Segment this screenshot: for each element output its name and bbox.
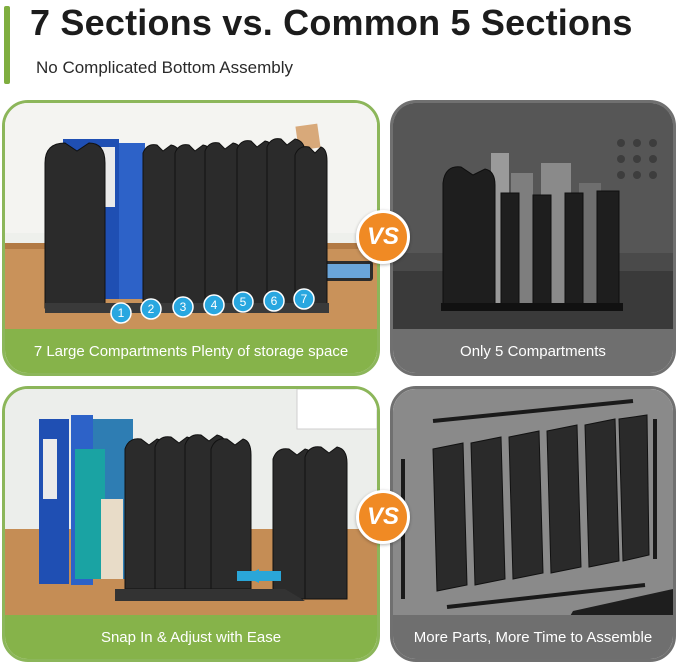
compartment-number-6: 6	[271, 294, 278, 308]
compartment-number-1: 1	[118, 306, 125, 320]
caption-seven-compartments: 7 Large Compartments Plenty of storage s…	[5, 329, 377, 373]
compartment-number-7: 7	[301, 292, 308, 306]
panel-seven-compartments: 1 2 3 4 5 6 7 7 Large Compartments Plent…	[2, 100, 380, 376]
organizer-photo-snap-in	[5, 389, 377, 618]
panel-snap-in: Snap In & Adjust with Ease	[2, 386, 380, 662]
vs-badge-top: VS	[356, 210, 410, 264]
organizer-photo-seven: 1 2 3 4 5 6 7	[5, 103, 377, 332]
compartment-number-4: 4	[211, 298, 218, 312]
caption-snap-in: Snap In & Adjust with Ease	[5, 615, 377, 659]
compartment-number-3: 3	[180, 300, 187, 314]
vs-badge-bottom: VS	[356, 490, 410, 544]
compartment-number-5: 5	[240, 295, 247, 309]
compartment-number-2: 2	[148, 302, 155, 316]
caption-five-compartments: Only 5 Compartments	[393, 329, 673, 373]
panel-more-parts: More Parts, More Time to Assemble	[390, 386, 676, 662]
title-accent-bar	[4, 6, 10, 84]
panel-five-compartments: Only 5 Compartments	[390, 100, 676, 376]
page-title: 7 Sections vs. Common 5 Sections	[30, 2, 633, 43]
organizer-photo-five	[393, 103, 673, 332]
parts-photo-disassembled	[393, 389, 673, 618]
page-subtitle: No Complicated Bottom Assembly	[36, 58, 293, 77]
caption-more-parts: More Parts, More Time to Assemble	[393, 615, 673, 659]
